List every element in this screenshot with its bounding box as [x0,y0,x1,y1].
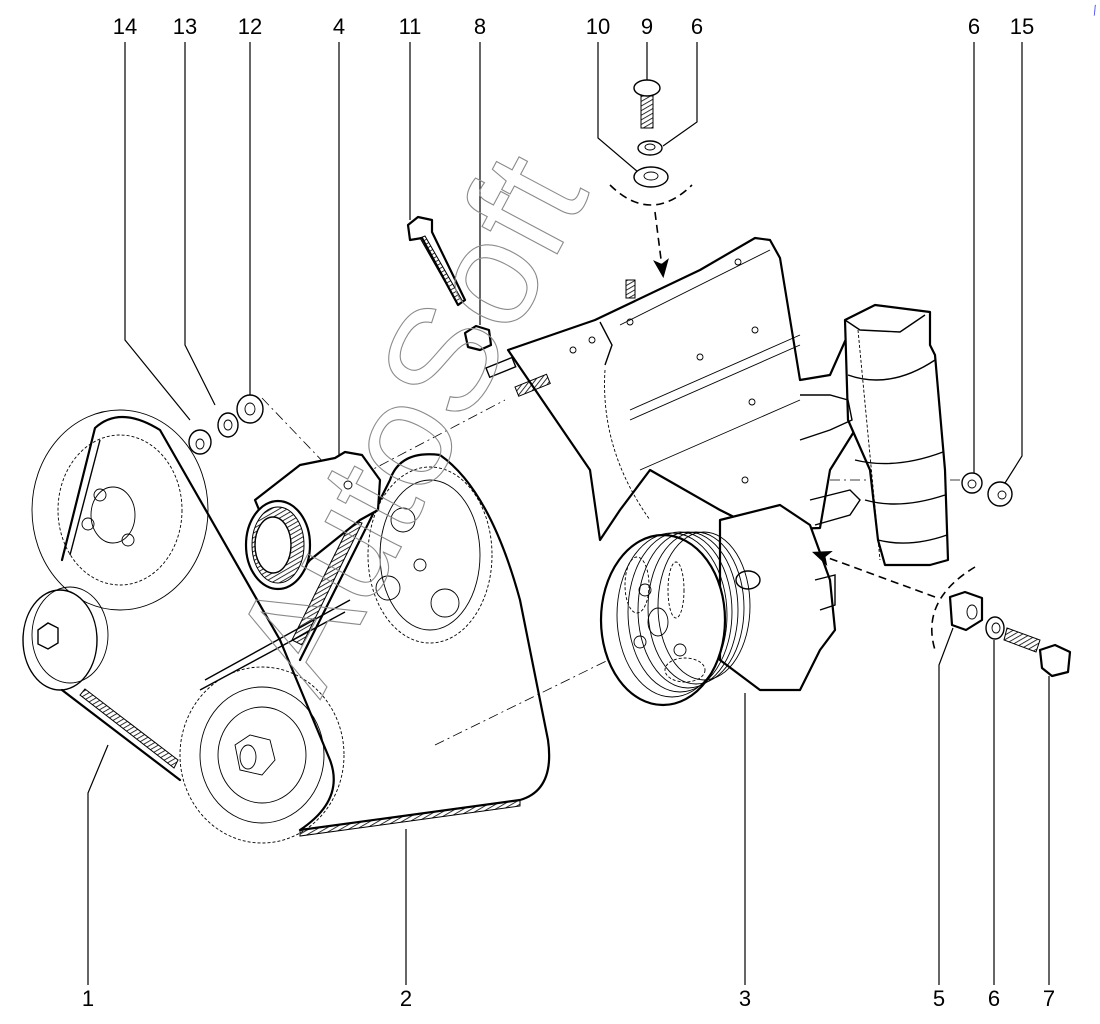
bolt-9-stack [609,79,693,279]
callout-7: 7 [1043,986,1055,1011]
washer-13 [217,412,239,438]
belt-drive-assembly [22,409,551,844]
nut-idler [37,622,59,650]
fasteners-left [188,394,264,455]
reservoir-bracket-lower [809,489,861,526]
nut-8 [463,324,493,352]
washer-10 [633,166,669,188]
assembly-arrow-right [811,550,936,598]
washer-12 [236,394,264,424]
callout-6-top: 6 [691,14,703,39]
nut-14 [188,429,212,455]
pump-body [718,503,837,692]
bolt-9-shank [640,95,654,129]
leader-10 [597,42,639,173]
leader-1 [87,744,109,985]
callout-10: 10 [586,14,610,39]
stud-top [625,279,636,299]
upper-pulley [57,434,183,586]
pump-side-pulley [367,466,493,644]
power-steering-pump-3 [599,503,837,707]
reservoir-bracket-upper [799,394,853,441]
pump-pulley [599,533,727,707]
leader-13 [184,42,216,406]
callout-14: 14 [113,14,137,39]
callout-11: 11 [399,14,422,39]
axis-stud-upper [361,399,506,476]
callout-1: 1 [82,986,94,1011]
belt-2 [278,453,551,832]
bolt-11 [406,215,467,307]
callout-15: 15 [1010,14,1034,39]
bolt-9-head [633,79,661,97]
callout-4: 4 [333,14,345,39]
callout-13: 13 [173,14,197,39]
leader-lines [87,42,1050,985]
tensioner-4 [244,450,382,591]
fluid-reservoir [799,303,950,567]
leader-5 [938,627,954,985]
bolt-7-head [1038,643,1072,678]
callout-labels-bottom: 1 2 3 5 6 7 [82,986,1055,1011]
washer-6-top [637,140,663,156]
assembly-arrow-top [653,211,669,279]
callout-8: 8 [474,14,486,39]
callout-labels-top: 14 13 12 4 11 8 10 9 6 6 15 [113,14,1034,39]
spacer-5 [948,590,984,632]
belt-1 [60,415,282,642]
callout-5: 5 [933,986,945,1011]
stud-left [485,356,517,379]
leader-14 [124,42,191,421]
callout-12: 12 [238,14,262,39]
idler-pulley-left [22,589,98,691]
leader-15 [1004,42,1023,484]
washer-6-right [961,472,983,494]
bolt-7-shank [1003,627,1041,653]
pump-outlet-port [735,570,761,590]
axis-pump-lower [434,619,691,746]
callout-6-bottom: 6 [988,986,1000,1011]
stud-threaded [514,373,551,397]
callout-3: 3 [739,986,751,1011]
washer-6-bottom [985,616,1005,640]
fasteners-lower-right [811,550,1072,678]
pump-inlet [814,574,836,611]
pump-bracket [485,236,857,542]
callout-6-right: 6 [968,14,980,39]
nut-15 [987,481,1013,507]
crank-pulley [179,666,345,844]
callout-2: 2 [400,986,412,1011]
leader-6-top [662,42,698,147]
callout-9: 9 [641,14,653,39]
fasteners-right [961,472,1013,507]
